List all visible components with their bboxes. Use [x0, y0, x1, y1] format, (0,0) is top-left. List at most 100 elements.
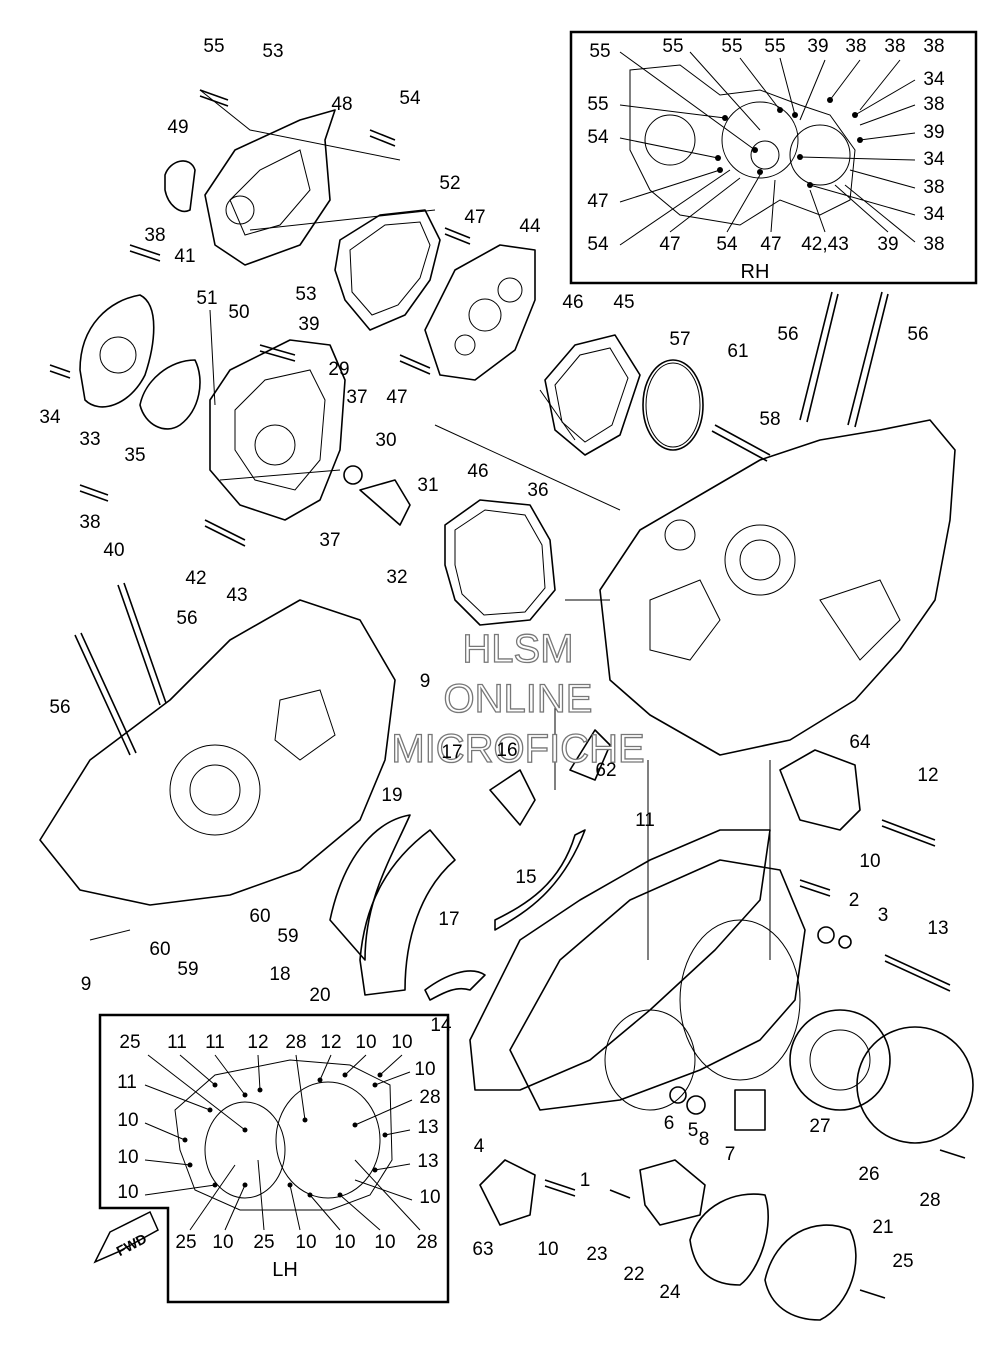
callout: 6	[664, 1113, 675, 1134]
callout: 50	[228, 302, 249, 323]
callout: 18	[269, 964, 290, 985]
callout: 11	[635, 810, 655, 831]
callout: 7	[725, 1144, 736, 1165]
callout: 55	[203, 36, 224, 57]
callout: 45	[613, 292, 634, 313]
callout: 31	[417, 475, 438, 496]
callout: 14	[430, 1015, 452, 1036]
rh-callout: 39	[807, 36, 828, 57]
callout: 19	[381, 785, 402, 806]
callout: 56	[907, 324, 928, 345]
callout: 4	[474, 1136, 485, 1157]
callout: 48	[331, 94, 352, 115]
rh-callout: 55	[662, 36, 683, 57]
callout: 30	[375, 430, 396, 451]
callout: 56	[49, 697, 70, 718]
callout: 24	[659, 1282, 681, 1303]
callout: 27	[809, 1116, 830, 1137]
callout: 49	[167, 117, 188, 138]
rh-callout: 55	[587, 94, 608, 115]
rh-callout: 39	[923, 122, 944, 143]
callout: 41	[174, 246, 195, 267]
lh-callout: 10	[374, 1232, 395, 1253]
callout: 23	[586, 1244, 607, 1265]
callout: 46	[467, 461, 488, 482]
lh-inset-label: LH	[272, 1259, 298, 1281]
callout: 34	[39, 407, 61, 428]
rh-callout: 47	[659, 234, 680, 255]
callout: 33	[79, 429, 100, 450]
rh-callout: 38	[923, 94, 944, 115]
callout: 64	[849, 732, 871, 753]
lh-callout: 11	[167, 1032, 187, 1053]
callout: 12	[917, 765, 938, 786]
lh-inset	[93, 1013, 450, 1304]
lh-callout: 11	[117, 1072, 137, 1093]
rh-callout: 38	[923, 177, 944, 198]
callout: 44	[519, 216, 541, 237]
callout: 16	[496, 740, 517, 761]
callout: 53	[262, 41, 283, 62]
callout: 3	[878, 905, 889, 926]
callout: 56	[176, 608, 197, 629]
rh-callout: 38	[884, 36, 905, 57]
callout: 9	[420, 671, 431, 692]
callout: 2	[849, 890, 860, 911]
callout: 13	[927, 918, 948, 939]
callout: 32	[386, 567, 407, 588]
callout: 10	[859, 851, 880, 872]
rh-callout: 55	[589, 41, 610, 62]
callout: 21	[872, 1217, 893, 1238]
callout: 36	[527, 480, 548, 501]
callout: 46	[562, 292, 583, 313]
lh-callout: 10	[212, 1232, 233, 1253]
lh-callout: 10	[355, 1032, 376, 1053]
lh-inset-callouts: 25 11 11 12 28 12 10 10 11 10 28 10 13 1…	[117, 1032, 440, 1253]
lh-callout: 10	[295, 1232, 316, 1253]
rh-callout: 54	[716, 234, 738, 255]
lh-callout: 12	[247, 1032, 268, 1053]
callout: 40	[103, 540, 124, 561]
rh-inset-callouts: 55 55 55 55 39 38 38 38 55 34 38 54 39 3…	[587, 36, 945, 255]
callout: 29	[328, 359, 349, 380]
callout: 26	[858, 1164, 879, 1185]
callout: 59	[177, 959, 198, 980]
callout: 47	[386, 387, 407, 408]
callout: 54	[399, 88, 421, 109]
callout: 47	[464, 207, 485, 228]
rh-callout: 47	[760, 234, 781, 255]
callout: 57	[669, 329, 690, 350]
callout: 53	[295, 284, 316, 305]
rh-callout: 34	[923, 204, 945, 225]
callout: 20	[309, 985, 330, 1006]
lh-callout: 28	[419, 1087, 440, 1108]
lh-callout: 28	[285, 1032, 306, 1053]
callout: 60	[149, 939, 170, 960]
callout: 61	[727, 341, 748, 362]
callout: 28	[919, 1190, 940, 1211]
rh-callout: 47	[587, 191, 608, 212]
callout: 22	[623, 1264, 644, 1285]
callout: 43	[226, 585, 247, 606]
callout: 58	[759, 409, 780, 430]
watermark-line-1: HLSM	[462, 627, 573, 671]
rh-callout: 54	[587, 127, 609, 148]
callout: 63	[472, 1239, 493, 1260]
lh-callout: 10	[334, 1232, 355, 1253]
rh-callout: 34	[923, 69, 945, 90]
lh-callout: 12	[320, 1032, 341, 1053]
callout: 1	[580, 1170, 591, 1191]
callout: 42	[185, 568, 206, 589]
callout: 9	[81, 974, 92, 995]
callout: 15	[515, 867, 536, 888]
lh-callout: 25	[119, 1032, 140, 1053]
callout: 56	[777, 324, 798, 345]
callout: 59	[277, 926, 298, 947]
callout: 37	[319, 530, 340, 551]
part-drawings	[39, 89, 974, 1321]
watermark-line-2: ONLINE	[444, 677, 593, 721]
rh-callout: 42,43	[801, 234, 849, 255]
callout: 39	[298, 314, 319, 335]
fwd-arrow	[93, 1210, 159, 1264]
